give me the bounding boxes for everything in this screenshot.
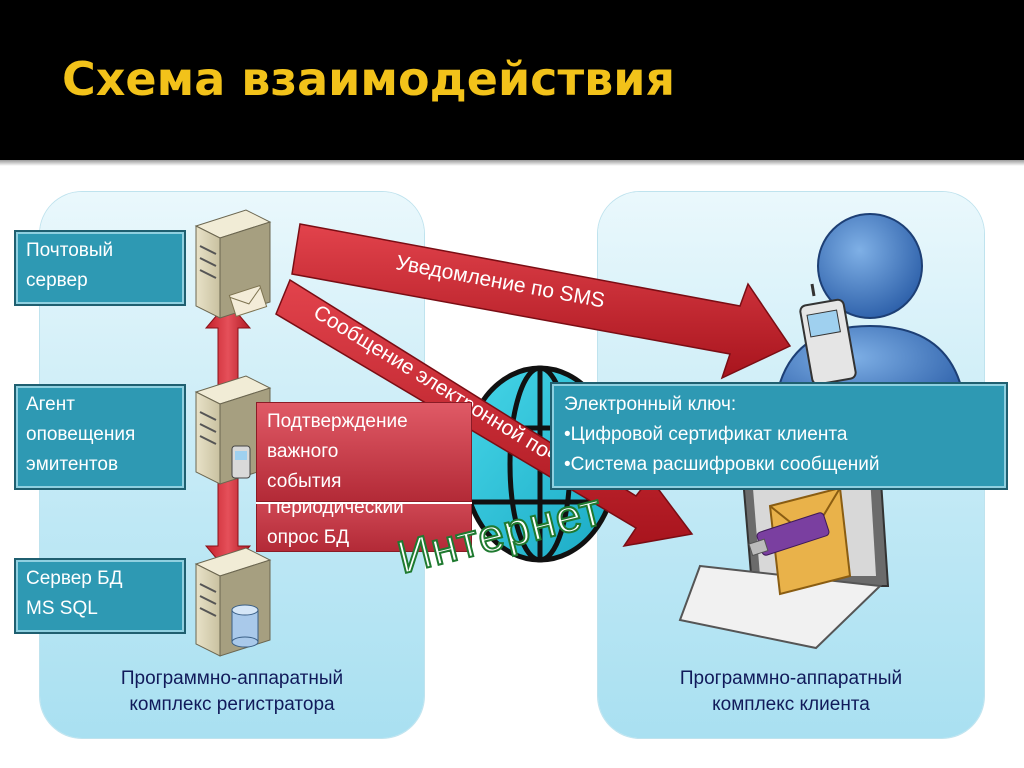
title-divider — [0, 160, 1024, 166]
registrar-caption: Программно-аппаратный комплекс регистрат… — [40, 666, 424, 718]
periodic-poll-line2: опрос БД — [267, 527, 350, 548]
agent-label: Агент оповещения эмитентов — [14, 384, 186, 490]
agent-label-line2: оповещения — [26, 424, 136, 445]
db-server-icon — [194, 547, 272, 657]
registrar-caption-line1: Программно-аппаратный — [120, 668, 344, 689]
event-confirm-line2: важного — [267, 441, 339, 462]
diagram-graphics: Уведомление по SMS Сообщение электронной… — [194, 209, 968, 657]
db-server-label-line1: Сервер БД — [26, 568, 123, 589]
title-bar: Схема взаимодействия — [0, 0, 1024, 160]
mail-server-icon — [194, 209, 272, 319]
electronic-key-line1: Электронный ключ: — [564, 394, 737, 415]
event-confirm-line3: события — [267, 471, 342, 492]
registrar-caption-line2: комплекс регистратора — [129, 694, 335, 715]
event-confirm-line1: Подтверждение — [267, 411, 408, 432]
client-caption-line1: Программно-аппаратный — [679, 668, 903, 689]
electronic-key-box: Электронный ключ: •Цифровой сертификат к… — [550, 382, 1008, 490]
agent-label-line3: эмитентов — [26, 454, 119, 475]
diagram-canvas: Программно-аппаратный комплекс регистрат… — [0, 166, 1024, 768]
db-server-label-line2: MS SQL — [26, 598, 98, 619]
electronic-key-line2: •Цифровой сертификат клиента — [564, 424, 848, 445]
db-server-label: Сервер БД MS SQL — [14, 558, 186, 634]
electronic-key-line3: •Система расшифровки сообщений — [564, 454, 880, 475]
client-caption-line2: комплекс клиента — [712, 694, 870, 715]
client-caption: Программно-аппаратный комплекс клиента — [598, 666, 984, 718]
usb-key-icon — [748, 512, 830, 557]
periodic-poll-line1: Периодический — [267, 497, 404, 518]
mobile-phone-icon — [799, 283, 857, 386]
agent-label-line1: Агент — [26, 394, 75, 415]
mail-server-label-line1: Почтовый — [26, 240, 114, 261]
mail-server-label: Почтовый сервер — [14, 230, 186, 306]
client-laptop-icon — [678, 465, 890, 650]
slide-title: Схема взаимодействия — [62, 52, 675, 106]
mail-server-label-line2: сервер — [26, 270, 88, 291]
event-confirm-box: Подтверждение важного события — [256, 402, 472, 502]
